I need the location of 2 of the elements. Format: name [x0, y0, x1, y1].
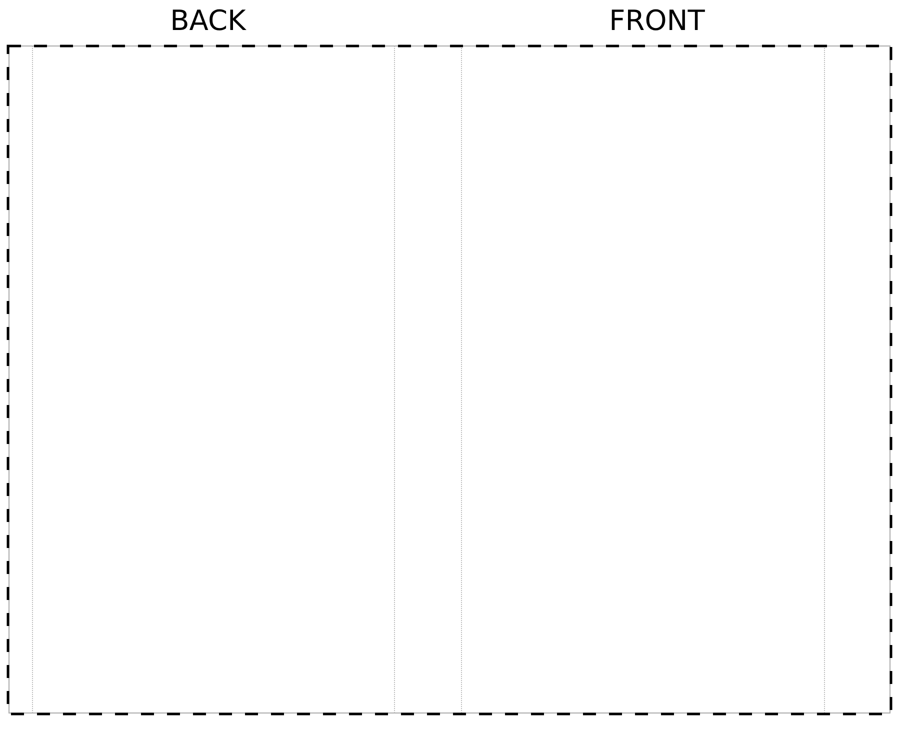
- panel-label: BACK: [170, 4, 246, 38]
- panel-label: FRONT: [609, 4, 705, 38]
